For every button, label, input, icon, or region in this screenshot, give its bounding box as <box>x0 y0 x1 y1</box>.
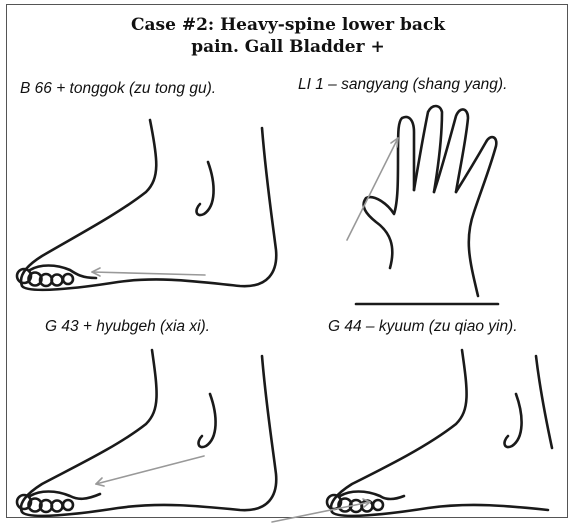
foot-illustration-g44 <box>327 350 552 516</box>
pointer-arrow-b66 <box>92 272 205 275</box>
hand-illustration-li1 <box>356 106 498 304</box>
foot-illustration-b66 <box>17 120 276 290</box>
pointer-arrow-li1 <box>347 138 398 240</box>
foot-illustration-g43 <box>17 350 276 516</box>
pointer-arrow-g43 <box>96 456 204 484</box>
